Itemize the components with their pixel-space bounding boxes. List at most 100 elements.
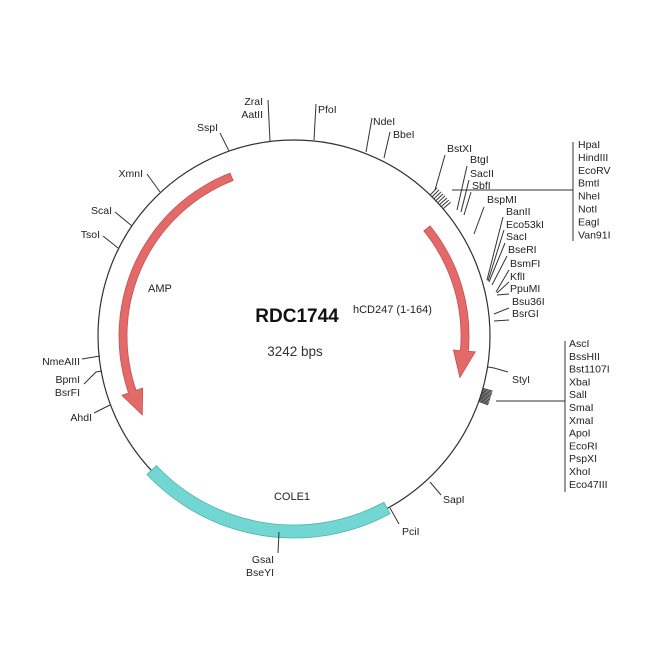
site-label: Eco53kI <box>506 219 544 231</box>
site-marker-line <box>496 293 510 296</box>
site-label: Eco47III <box>569 479 608 491</box>
site-label: XhoI <box>569 466 591 478</box>
site-tick <box>437 195 446 204</box>
site-label: AhdI <box>70 412 92 424</box>
site-label: BtgI <box>470 154 489 166</box>
site-marker-line <box>460 179 470 213</box>
site-label: GsaI <box>252 554 274 566</box>
site-marker-line <box>473 206 485 235</box>
site-label: XmnI <box>118 168 143 180</box>
site-label: ApoI <box>569 428 591 440</box>
site-marker-line <box>277 531 280 554</box>
site-label: AatII <box>241 109 263 121</box>
site-marker-line <box>389 507 400 525</box>
site-label: NotI <box>578 204 597 216</box>
site-label: BpmI <box>55 374 80 386</box>
site-marker-line <box>219 132 230 152</box>
site-label: NdeI <box>373 116 395 128</box>
site-marker-line <box>114 211 133 227</box>
site-label: SbfI <box>472 180 491 192</box>
site-tick <box>435 193 444 202</box>
site-tick <box>481 392 492 397</box>
site-label: EcoRV <box>578 165 611 177</box>
site-label: HpaI <box>578 139 600 151</box>
site-marker-line <box>486 216 504 281</box>
site-label: AscI <box>569 338 589 350</box>
site-marker-line <box>487 366 509 373</box>
site-tick <box>478 400 489 406</box>
site-label: HindIII <box>578 152 608 164</box>
site-tick <box>481 391 492 396</box>
site-label: EcoRI <box>569 440 598 452</box>
cole1-band <box>146 465 391 539</box>
site-label: PspXI <box>569 453 597 465</box>
site-tick <box>440 199 450 208</box>
site-tick <box>431 189 440 198</box>
site-marker-line <box>488 242 506 283</box>
site-tick <box>442 201 451 210</box>
site-tick <box>429 187 438 196</box>
site-label: BstXI <box>447 143 472 155</box>
site-tick <box>482 389 493 393</box>
site-label: SacI <box>506 231 527 243</box>
site-label: BmtI <box>578 178 600 190</box>
site-tick <box>482 387 493 392</box>
site-marker-line <box>491 255 508 286</box>
site-label: ScaI <box>91 205 112 217</box>
site-tick <box>482 390 492 395</box>
site-label: BsmFI <box>510 258 540 270</box>
site-marker-line <box>83 370 103 385</box>
site-tick <box>433 191 442 200</box>
site-label: StyI <box>512 374 530 386</box>
site-marker-line <box>487 229 505 282</box>
feature-label-hcd247: hCD247 (1-164) <box>353 304 432 316</box>
site-label: PciI <box>402 526 420 538</box>
site-tick <box>480 395 491 400</box>
site-label: BspMI <box>487 194 517 206</box>
feature-label-cole1: COLE1 <box>274 491 310 503</box>
site-label: SspI <box>197 122 218 134</box>
feature-label-amp: AMP <box>148 283 172 295</box>
site-marker-line <box>365 117 373 153</box>
site-marker-line <box>463 191 472 216</box>
site-tick <box>439 197 448 206</box>
site-label: BseRI <box>508 244 537 256</box>
site-marker-line <box>146 173 161 193</box>
site-label: NheI <box>578 191 600 203</box>
site-marker-line <box>93 404 111 414</box>
site-label: TsoI <box>81 229 100 241</box>
site-marker-line <box>313 103 317 141</box>
site-label: XmaI <box>569 415 594 427</box>
site-tick <box>479 398 490 403</box>
plasmid-name: RDC1744 <box>255 306 339 327</box>
site-marker-line <box>456 165 468 211</box>
site-label: SacII <box>470 168 494 180</box>
site-label: BanII <box>506 206 531 218</box>
site-marker-line <box>102 235 119 249</box>
site-marker-line <box>493 307 510 315</box>
site-marker-line <box>267 99 271 142</box>
site-label: Bst1107I <box>569 364 610 376</box>
site-label: EagI <box>578 216 600 228</box>
site-label: NmeAIII <box>42 356 80 368</box>
site-label: SapI <box>443 494 465 506</box>
site-tick <box>480 396 491 401</box>
site-label: BssHII <box>569 351 600 363</box>
site-tick <box>480 393 491 398</box>
hcd247-arrow <box>423 225 476 379</box>
site-label: ZraI <box>244 96 263 108</box>
site-marker-line <box>81 355 101 360</box>
site-label: BbeI <box>393 129 415 141</box>
amp-arrow <box>118 172 234 416</box>
site-marker-line <box>496 281 510 294</box>
site-marker-line <box>429 481 442 496</box>
site-marker-line <box>493 319 510 322</box>
site-label: KflI <box>510 271 525 283</box>
site-tick <box>479 397 490 402</box>
site-marker-line <box>434 154 446 191</box>
site-label: Van91I <box>578 229 611 241</box>
site-label: Bsu36I <box>512 296 545 308</box>
site-label: PfoI <box>318 104 337 116</box>
plasmid-size: 3242 bps <box>267 344 323 359</box>
